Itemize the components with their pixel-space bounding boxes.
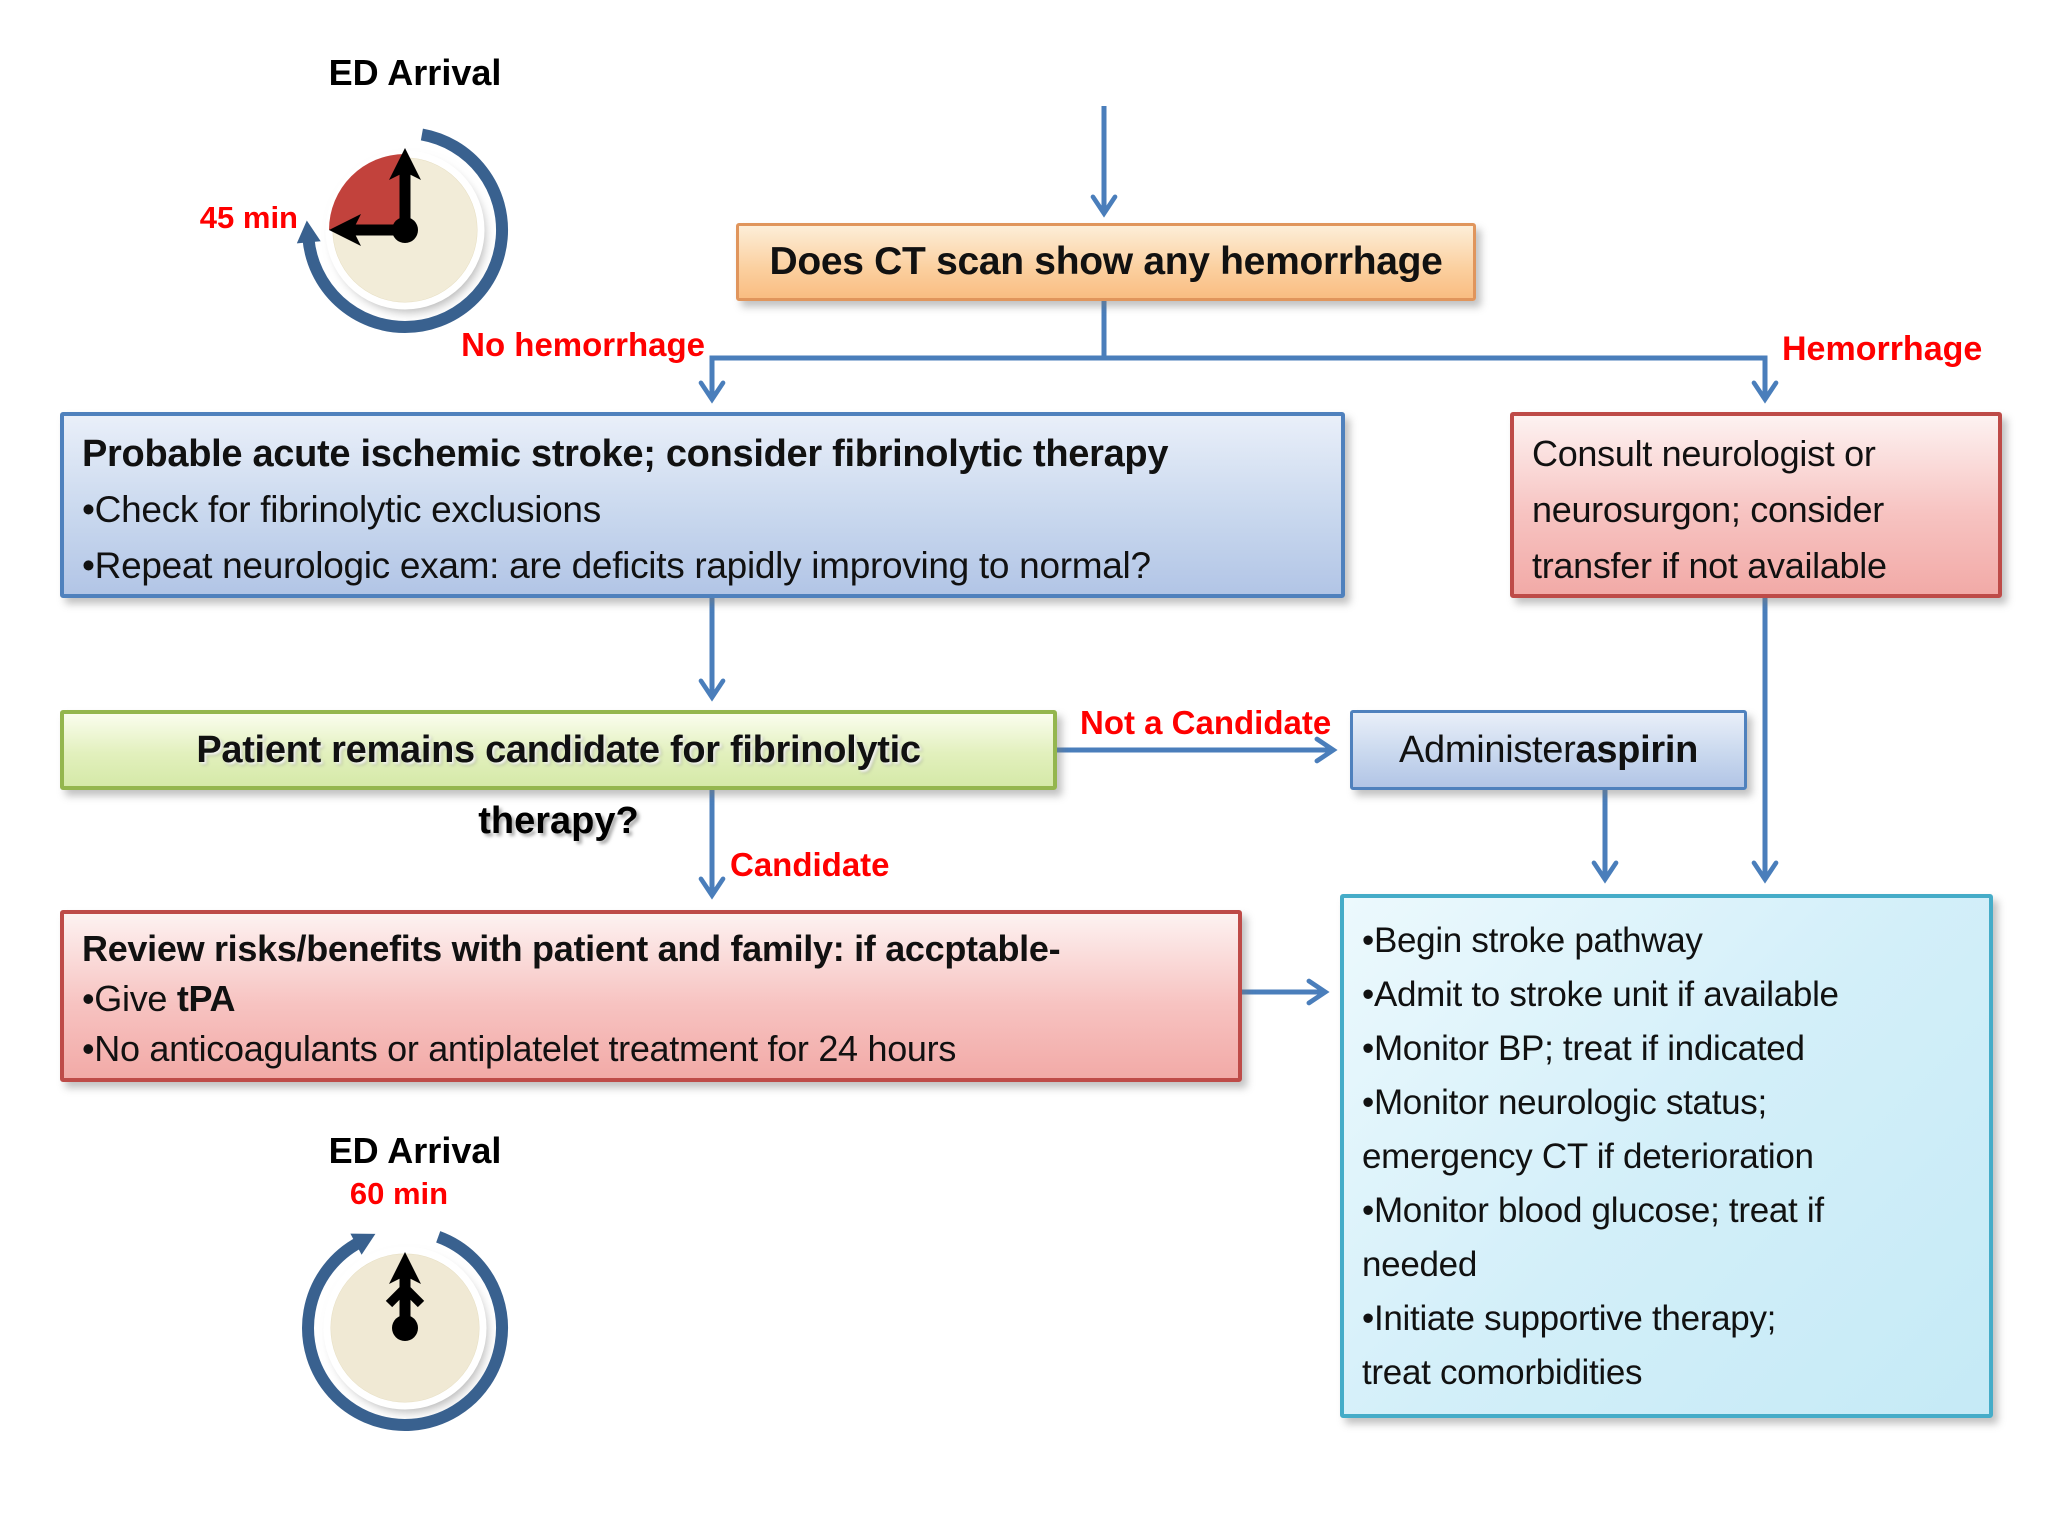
pathway-line: •Admit to stroke unit if available	[1362, 975, 1839, 1014]
clock-45-title: ED Arrival	[328, 52, 502, 93]
review-give-prefix: •Give	[82, 978, 177, 1019]
ischemic-bullet-1: •Check for fibrinolytic exclusions	[82, 489, 601, 530]
edge-label-hemorrhage: Hemorrhage	[1782, 330, 1983, 368]
review-give-tpa: •Give tPA	[82, 974, 1220, 1024]
clock-60-time-label: 60 min	[349, 1176, 449, 1211]
pathway-line: •Initiate supportive therapy;	[1362, 1299, 1777, 1338]
node-candidate-question: Patient remains candidate for fibrinolyt…	[60, 710, 1057, 790]
node-stroke-pathway: •Begin stroke pathway •Admit to stroke u…	[1340, 894, 1993, 1418]
aspirin-prefix: Administer	[1399, 728, 1576, 771]
clock-60min-icon	[302, 1231, 508, 1431]
node-review-risks: Review risks/benefits with patient and f…	[60, 910, 1242, 1082]
consult-line-2: neurosurgon; consider	[1532, 489, 1884, 530]
review-title: Review risks/benefits with patient and f…	[82, 928, 1061, 969]
consult-line-1: Consult neurologist or	[1532, 433, 1876, 474]
consult-line-3: transfer if not available	[1532, 545, 1887, 586]
edge-label-candidate: Candidate	[730, 846, 890, 883]
pathway-line: •Monitor BP; treat if indicated	[1362, 1029, 1805, 1068]
ischemic-title: Probable acute ischemic stroke; consider…	[82, 433, 1169, 475]
node-ct-question: Does CT scan show any hemorrhage	[736, 223, 1476, 301]
clock-cycle-arc	[302, 128, 508, 333]
clock-cycle-arrowhead-icon	[296, 220, 321, 244]
edge-label-no-hemorrhage: No hemorrhage	[461, 326, 705, 363]
arrow-hemorrhage	[1104, 355, 1779, 404]
clock-45min-icon	[296, 128, 508, 333]
node-ischemic-stroke: Probable acute ischemic stroke; consider…	[60, 412, 1345, 598]
pathway-line: treat comorbidities	[1362, 1353, 1643, 1392]
arrow-no-hemorrhage	[698, 355, 1104, 404]
elapsed-45min-wedge	[329, 154, 405, 230]
pathway-line: needed	[1362, 1245, 1477, 1284]
node-consult-neurologist: Consult neurologist or neurosurgon; cons…	[1510, 412, 2002, 598]
candidate-question-line1: Patient remains candidate for fibrinolyt…	[196, 728, 921, 771]
edge-label-not-candidate: Not a Candidate	[1080, 704, 1332, 741]
clock-hands-icon	[329, 148, 421, 246]
review-give-drug: tPA	[176, 978, 236, 1019]
clock-60-title: ED Arrival	[328, 1130, 502, 1171]
pathway-line: •Monitor neurologic status;	[1362, 1083, 1767, 1122]
review-bullet-2: •No anticoagulants or antiplatelet treat…	[82, 1028, 957, 1069]
aspirin-drug: aspirin	[1575, 728, 1699, 771]
clock-hands-icon	[385, 1252, 425, 1341]
node-administer-aspirin: Administer aspirin	[1350, 710, 1747, 790]
clock-45-time-label: 45 min	[199, 200, 298, 235]
node-ct-question-text: Does CT scan show any hemorrhage	[769, 240, 1443, 283]
pathway-line: •Monitor blood glucose; treat if	[1362, 1191, 1824, 1230]
clock-cycle-arc	[302, 1231, 508, 1431]
candidate-question-line2: therapy?	[478, 800, 639, 842]
pathway-line: •Begin stroke pathway	[1362, 921, 1703, 960]
ischemic-bullet-2: •Repeat neurologic exam: are deficits ra…	[82, 545, 1151, 586]
clock-cycle-arrowhead-icon	[350, 1233, 376, 1255]
pathway-line: emergency CT if deterioration	[1362, 1137, 1814, 1176]
